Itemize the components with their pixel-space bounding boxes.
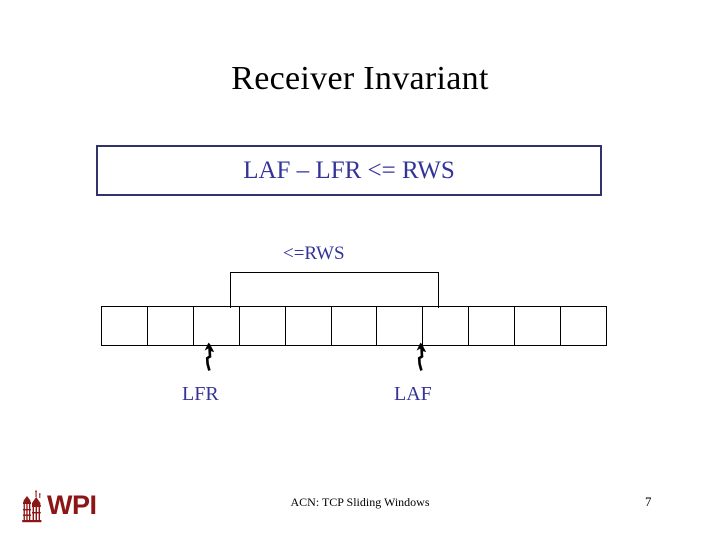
sequence-cell bbox=[286, 307, 332, 345]
up-arrow-icon bbox=[201, 342, 217, 372]
wpi-tower-icon bbox=[22, 490, 42, 523]
sequence-cell bbox=[515, 307, 562, 345]
up-arrow-icon bbox=[413, 342, 429, 372]
sequence-cell bbox=[561, 307, 606, 345]
sequence-cell bbox=[332, 307, 378, 345]
invariant-box: LAF – LFR <= RWS bbox=[96, 145, 602, 196]
wpi-logo: WPI bbox=[18, 486, 114, 524]
sequence-cell bbox=[194, 307, 240, 345]
wpi-wordmark: WPI bbox=[47, 489, 97, 520]
invariant-formula-text: LAF – LFR <= RWS bbox=[243, 156, 455, 184]
sequence-cell bbox=[469, 307, 516, 345]
page-title: Receiver Invariant bbox=[231, 60, 489, 97]
sequence-cell bbox=[423, 307, 470, 345]
page-number: 7 bbox=[645, 494, 652, 509]
rws-caption: <=RWS bbox=[283, 243, 345, 264]
sequence-cell bbox=[377, 307, 424, 345]
sequence-cell-strip bbox=[101, 306, 607, 346]
footer-title: ACN: TCP Sliding Windows bbox=[290, 495, 430, 509]
pointer-label-lfr: LFR bbox=[182, 383, 219, 405]
sequence-cell bbox=[240, 307, 286, 345]
sequence-cell bbox=[102, 307, 148, 345]
pointer-label-laf: LAF bbox=[394, 383, 432, 405]
sequence-cell bbox=[148, 307, 194, 345]
receive-window-bracket bbox=[230, 272, 439, 308]
